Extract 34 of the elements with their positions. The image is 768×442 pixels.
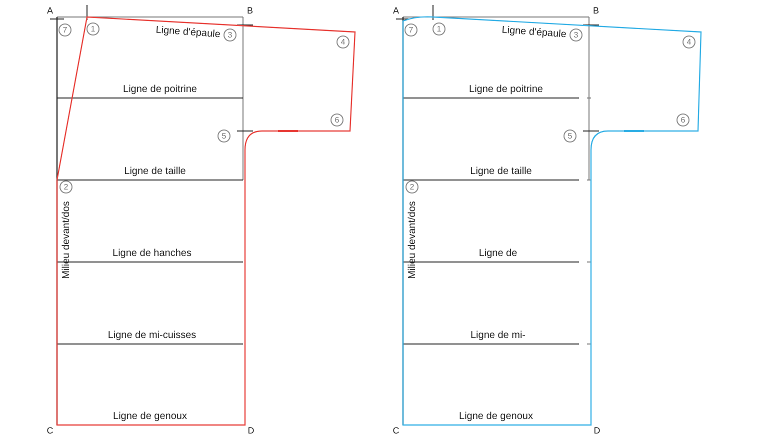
line-label: Ligne de poitrine xyxy=(469,85,543,95)
callout-number: 4 xyxy=(336,36,350,48)
point-letter: C xyxy=(392,426,400,436)
callout-number: 7 xyxy=(404,24,418,36)
point-letter: A xyxy=(47,6,53,16)
callout-number: 1 xyxy=(432,22,446,36)
line-label: Ligne d'épaule xyxy=(501,26,567,40)
callout-number: 5 xyxy=(564,130,576,142)
line-label: Ligne de genoux xyxy=(113,412,187,422)
line-label: Ligne de taille xyxy=(124,167,186,177)
point-letter: C xyxy=(46,426,54,436)
line-label: Ligne de poitrine xyxy=(123,85,197,95)
line-label: Ligne de taille xyxy=(470,167,532,177)
line-label: Ligne de mi-cuisses xyxy=(108,331,196,341)
callout-number: 7 xyxy=(58,24,72,36)
line-label: Ligne de hanches xyxy=(112,249,192,259)
point-letter: D xyxy=(248,426,254,436)
line-label: Ligne de xyxy=(478,249,518,259)
line-label: Ligne d'épaule xyxy=(155,26,221,40)
callout-number: 1 xyxy=(86,22,100,36)
point-letter: B xyxy=(593,6,599,16)
callout-number: 6 xyxy=(676,114,690,126)
callout-number: 2 xyxy=(60,180,72,194)
callout-number: 3 xyxy=(224,28,236,42)
line-label: Ligne de genoux xyxy=(459,412,533,422)
callout-number: 4 xyxy=(682,36,696,48)
line-label: Ligne de mi- xyxy=(470,331,526,341)
callout-number: 5 xyxy=(218,130,230,142)
point-letter: B xyxy=(247,6,253,16)
callout-number: 3 xyxy=(570,28,582,42)
callout-number: 6 xyxy=(330,114,344,126)
point-letter: A xyxy=(393,6,399,16)
callout-number: 2 xyxy=(406,180,418,194)
point-letter: D xyxy=(594,426,600,436)
